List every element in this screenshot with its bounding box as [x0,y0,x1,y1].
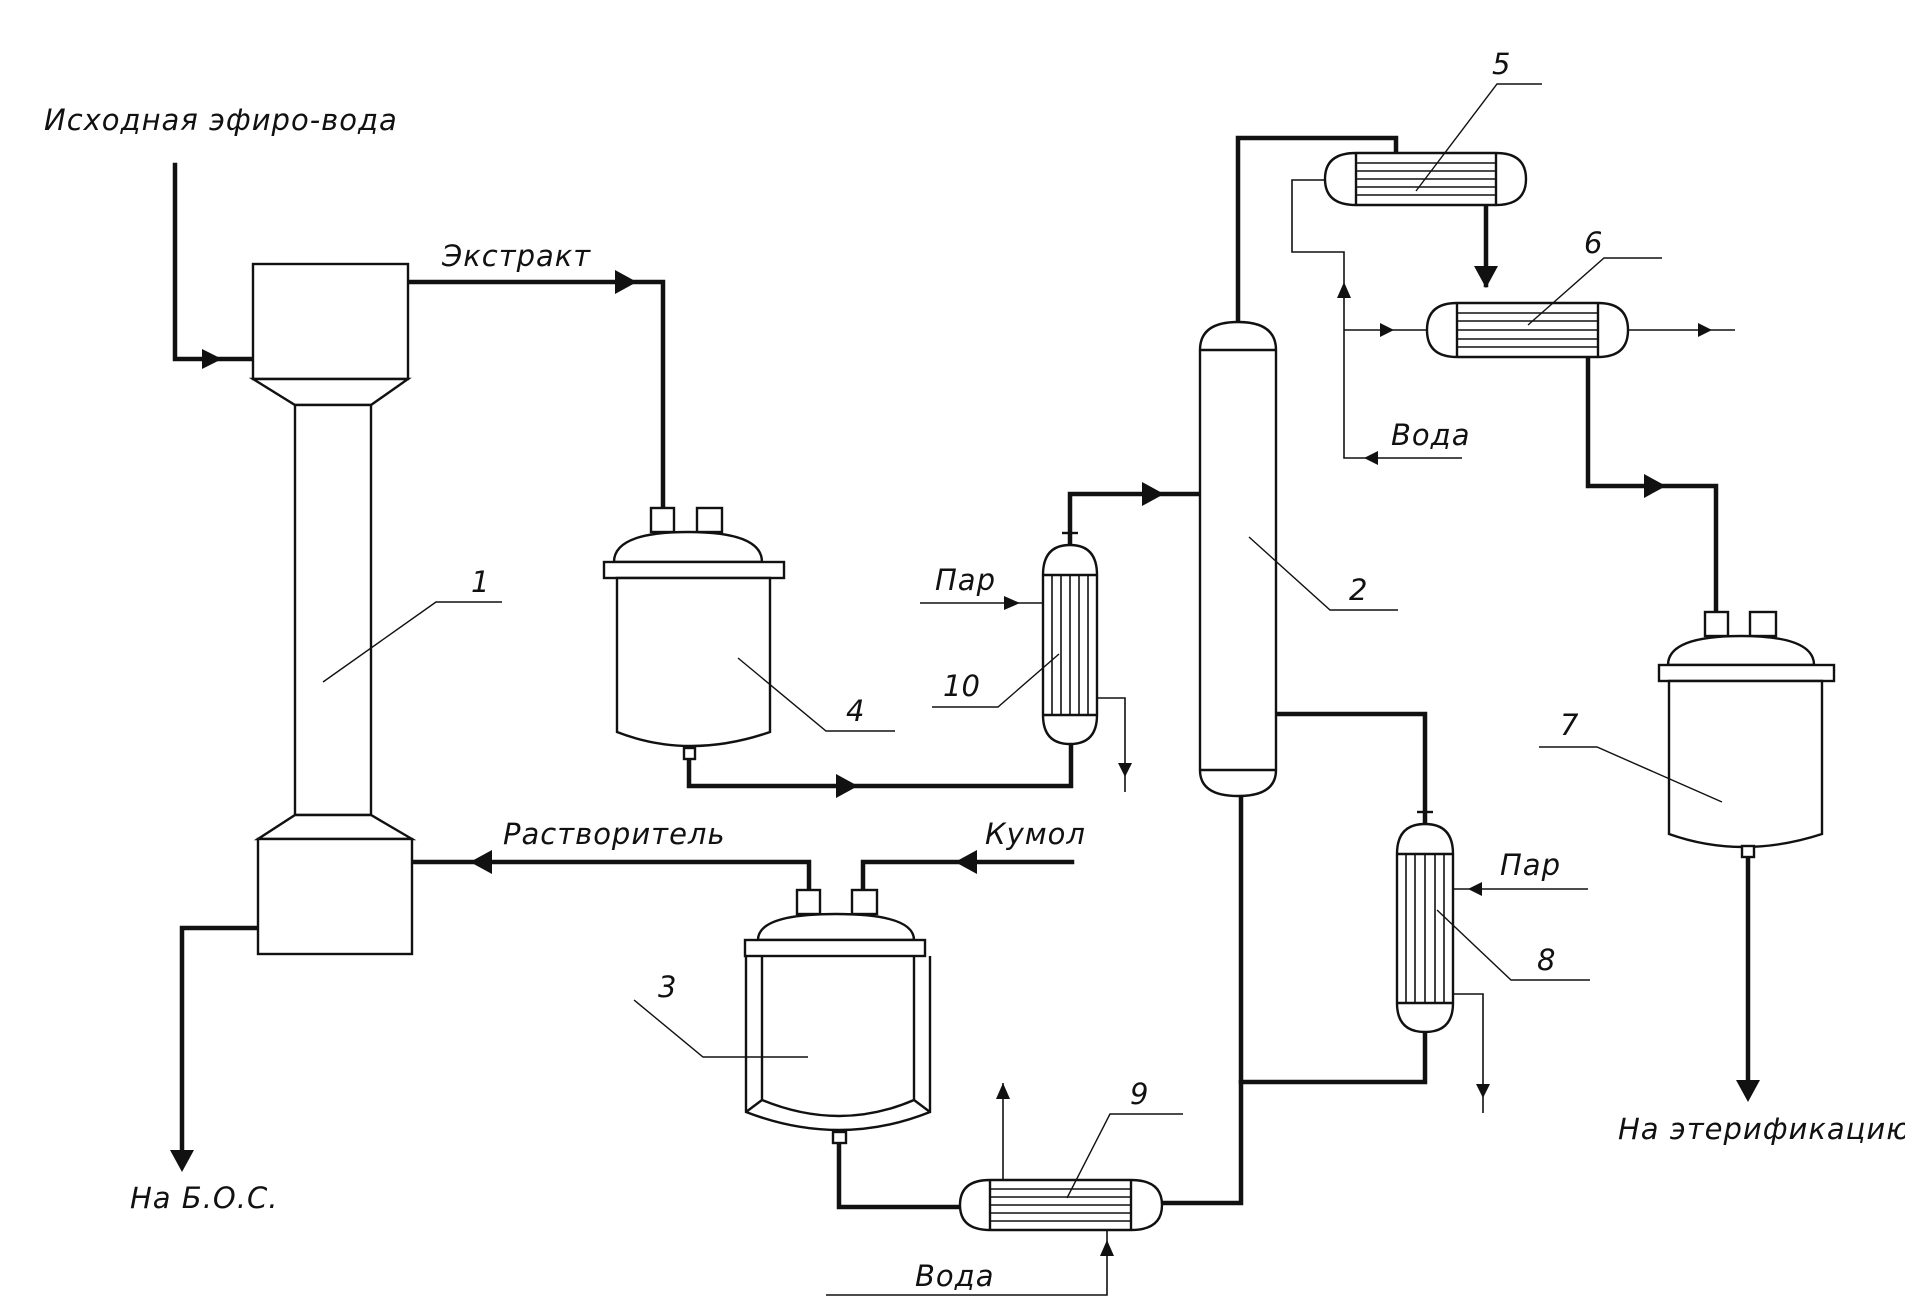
arrow-to-column2 [1142,482,1164,506]
line-condensate-8 [1451,993,1484,1113]
arrow-condenser5-to-cooler6 [1474,266,1498,288]
cooler-9 [958,1178,1164,1232]
column-2 [1198,320,1278,798]
arrow-vessel4-to-heater10 [836,774,858,798]
label-extract: Экстракт [441,239,591,273]
equipment-number-5: 5 [1492,47,1510,81]
pipe-feed [172,162,256,362]
pipe-column2-to-reboiler8 [1275,711,1428,825]
pipe-vessel4-to-heater10 [686,741,1074,789]
arrow-water-out-9 [996,1083,1010,1099]
process-pipes [172,135,1751,1210]
arrow-solvent [470,850,492,874]
arrow-extract [615,270,637,294]
leader-lines [322,83,1723,1199]
arrow-water-to-cooler6 [1380,323,1394,337]
equipment-number-6: 6 [1584,226,1602,260]
arrow-cumene [955,850,977,874]
pipe-heater10-to-column2 [1067,491,1203,546]
vessel-7 [1657,610,1836,859]
arrow-water-top [1364,451,1378,465]
arrow-steam-10 [1004,596,1020,610]
equipment-number-10: 10 [943,669,980,703]
equipment-number-9: 9 [1130,1077,1148,1111]
arrow-cooler6-outlet [1698,323,1712,337]
label-steam-8: Пар [1500,848,1561,882]
equipment-number-1: 1 [471,565,489,599]
pipe-reboiler8-return [1238,1028,1428,1085]
pipe-column2-bottom-to-cooler9 [1159,793,1244,1206]
line-water-top [1291,179,1462,459]
flow-arrows [170,266,1760,1256]
equipment-number-7: 7 [1560,708,1579,742]
label-cumene: Кумол [985,817,1086,851]
equipment-number-3: 3 [658,970,676,1004]
label-to-esterification: На этерификацию [1618,1112,1905,1146]
pipe-cumene [860,859,1075,893]
label-water-bottom: Вода [915,1259,994,1293]
equipment-number-8: 8 [1537,943,1555,977]
label-to-wwtp: На Б.О.С. [130,1181,278,1215]
arrow-to-wwtp [170,1150,194,1172]
arrow-cooler6-to-vessel7 [1644,474,1666,498]
column-1 [248,262,417,956]
label-water-top: Вода [1391,418,1470,452]
line-condensate-10 [1095,697,1126,792]
arrow-water-bottom [1100,1240,1114,1256]
heater-10 [1041,531,1099,746]
label-solvent: Растворитель [503,817,726,851]
vessel-4 [602,506,786,761]
equipment-number-2: 2 [1349,573,1367,607]
arrow-condensate-8 [1476,1084,1490,1098]
arrow-water-up [1337,282,1351,298]
stream-labels: Исходная эфиро-вода Экстракт Растворител… [44,103,1905,1293]
pipe-extract [407,279,666,511]
arrow-feed [202,349,222,369]
arrow-condensate-10 [1118,763,1132,777]
cooler-6 [1425,301,1630,359]
label-feed: Исходная эфиро-вода [44,103,398,137]
arrow-to-esterification [1736,1080,1760,1102]
equipment-number-4: 4 [846,694,864,728]
pipe-to-wwtp [179,925,261,1163]
pipe-cooler9-to-vessel3 [836,1140,963,1210]
label-steam-10: Пар [935,563,996,597]
equipment-numbers: 1 2 3 4 5 6 7 8 9 10 [471,47,1602,1111]
pipe-solvent [409,859,812,893]
pipe-column2-to-condenser5 [1235,135,1399,332]
vessel-3 [743,888,932,1145]
arrow-steam-8 [1468,882,1482,896]
reboiler-8 [1395,810,1455,1034]
